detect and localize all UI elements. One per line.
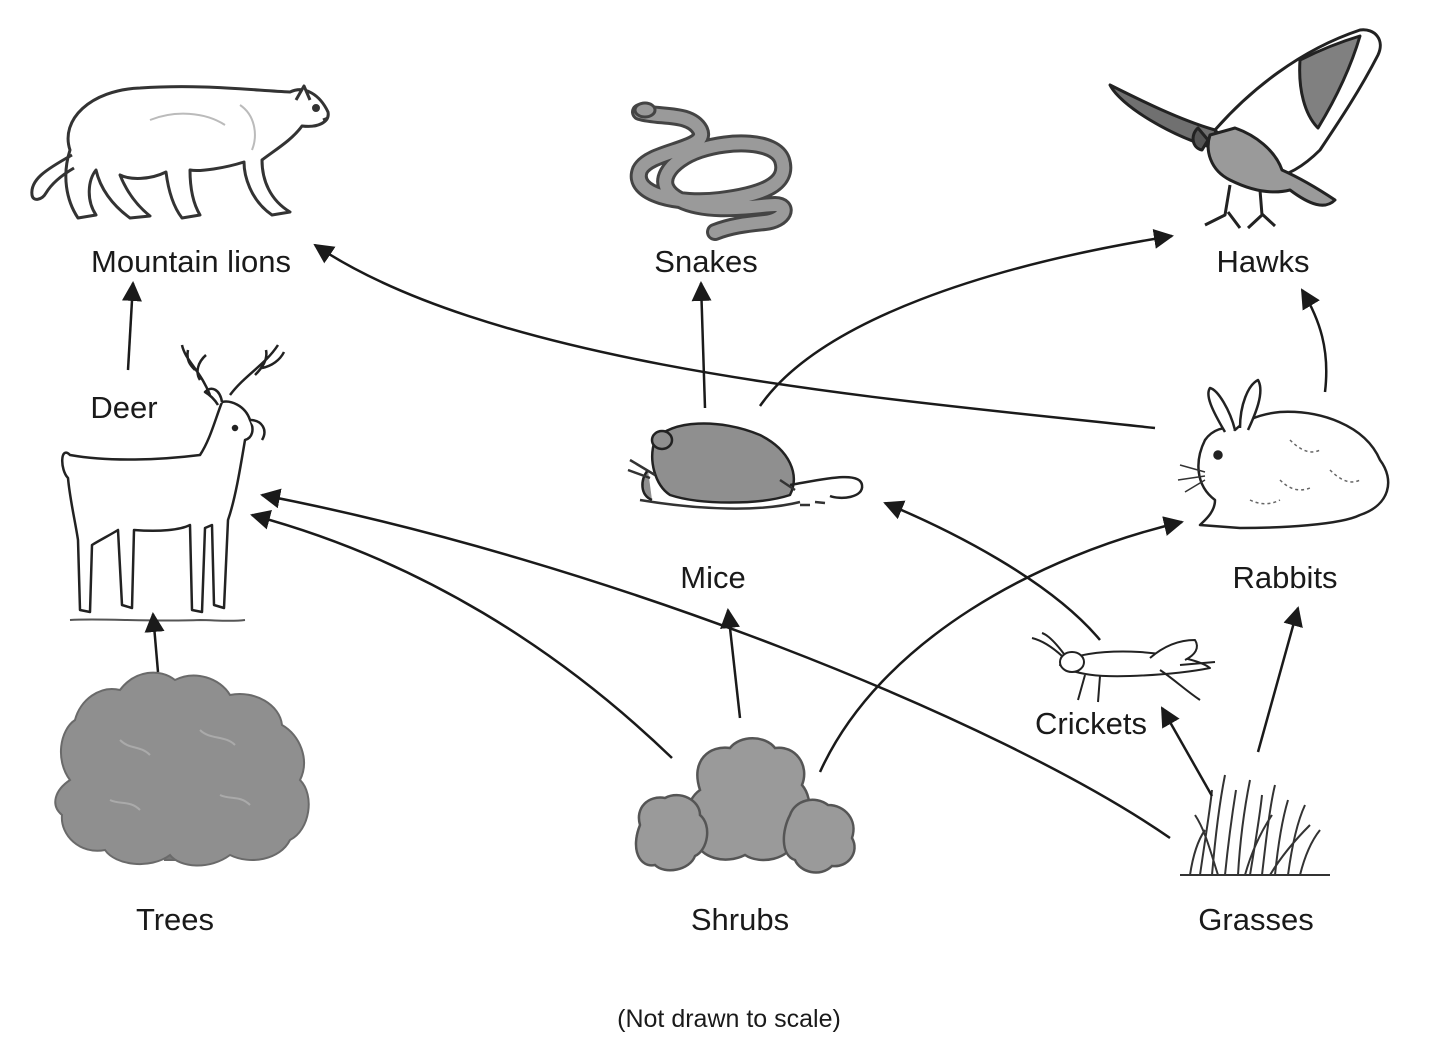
feeding-arrows — [121, 228, 1328, 840]
arrow-mice-to-snakes — [691, 281, 712, 409]
label-shrubs: Shrubs — [690, 902, 790, 937]
arrow-grasses-to-crickets — [1160, 706, 1214, 797]
hawk-icon — [1108, 28, 1382, 230]
label-grasses: Grasses — [1198, 902, 1314, 937]
arrow-trees-to-deer — [144, 612, 165, 673]
label-trees: Trees — [135, 902, 215, 937]
label-mice: Mice — [680, 560, 746, 595]
arrow-deer-to-mountain-lions — [121, 281, 142, 371]
rabbit-icon — [1177, 378, 1390, 530]
arrow-grasses-to-rabbits — [1256, 606, 1303, 753]
deer-icon — [61, 344, 286, 622]
label-crickets: Crickets — [1035, 706, 1147, 741]
scale-footnote: (Not drawn to scale) — [617, 1005, 841, 1033]
mountain-lion-icon — [30, 84, 330, 220]
arrow-rabbits-to-mountain-lions — [313, 243, 1156, 430]
snake-icon — [629, 101, 793, 241]
shrub-icon — [634, 737, 856, 874]
arrow-crickets-to-mice — [883, 500, 1101, 641]
arrow-grasses-to-deer — [260, 488, 1171, 840]
label-mountain-lions: Mountain lions — [91, 244, 291, 279]
arrow-shrubs-to-mice — [720, 608, 742, 719]
arrow-rabbits-to-hawks — [1300, 288, 1328, 393]
cricket-icon — [1031, 632, 1216, 703]
arrow-mice-to-hawks — [758, 228, 1174, 407]
tree-icon — [54, 671, 310, 867]
grass-icon — [1180, 774, 1330, 876]
label-rabbits: Rabbits — [1232, 560, 1338, 595]
mouse-icon — [627, 422, 864, 510]
label-hawks: Hawks — [1216, 244, 1310, 279]
arrow-shrubs-to-deer — [250, 510, 673, 759]
label-snakes: Snakes — [654, 244, 758, 279]
label-deer: Deer — [90, 390, 158, 425]
arrow-shrubs-to-rabbits — [818, 516, 1184, 773]
